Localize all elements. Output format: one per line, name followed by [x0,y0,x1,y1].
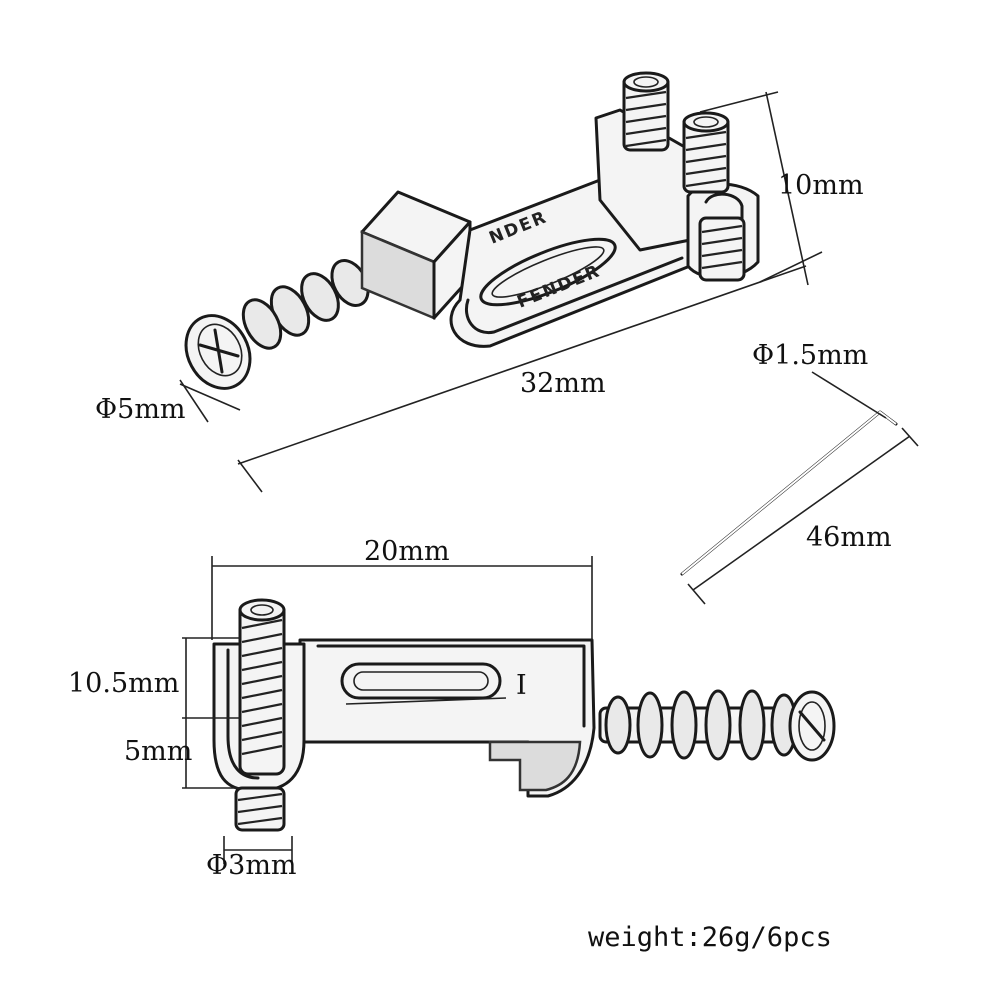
bottom-saddle [212,598,836,832]
bottom-base-plate [298,638,596,798]
top-height-label: 10mm [778,170,864,201]
top-dimensions [179,91,823,493]
wrench-length-label: 46mm [806,522,892,553]
bottom-screw-diameter-label: Φ3mm [206,850,297,881]
bottom-dimensions [182,556,593,864]
allen-wrench [680,371,919,605]
weight-label: weight:26g/6pcs [588,922,832,953]
top-saddle: NDER FENDER [184,71,760,390]
slot-marker-label: I [516,670,527,701]
top-screw-head [184,314,252,390]
bottom-height-upper-label: 10.5mm [68,668,179,699]
wrench-diameter-label: Φ1.5mm [752,340,868,371]
bottom-height-screw [234,598,286,832]
bottom-width-label: 20mm [364,536,450,567]
top-screw-diameter-label: Φ5mm [95,394,186,425]
top-length-label: 32mm [520,368,606,399]
bottom-spring [598,689,802,761]
bottom-height-lower-label: 5mm [124,736,192,767]
top-height-screws [622,71,746,282]
bottom-screw-head [788,690,836,762]
top-saddle-block [360,190,472,320]
